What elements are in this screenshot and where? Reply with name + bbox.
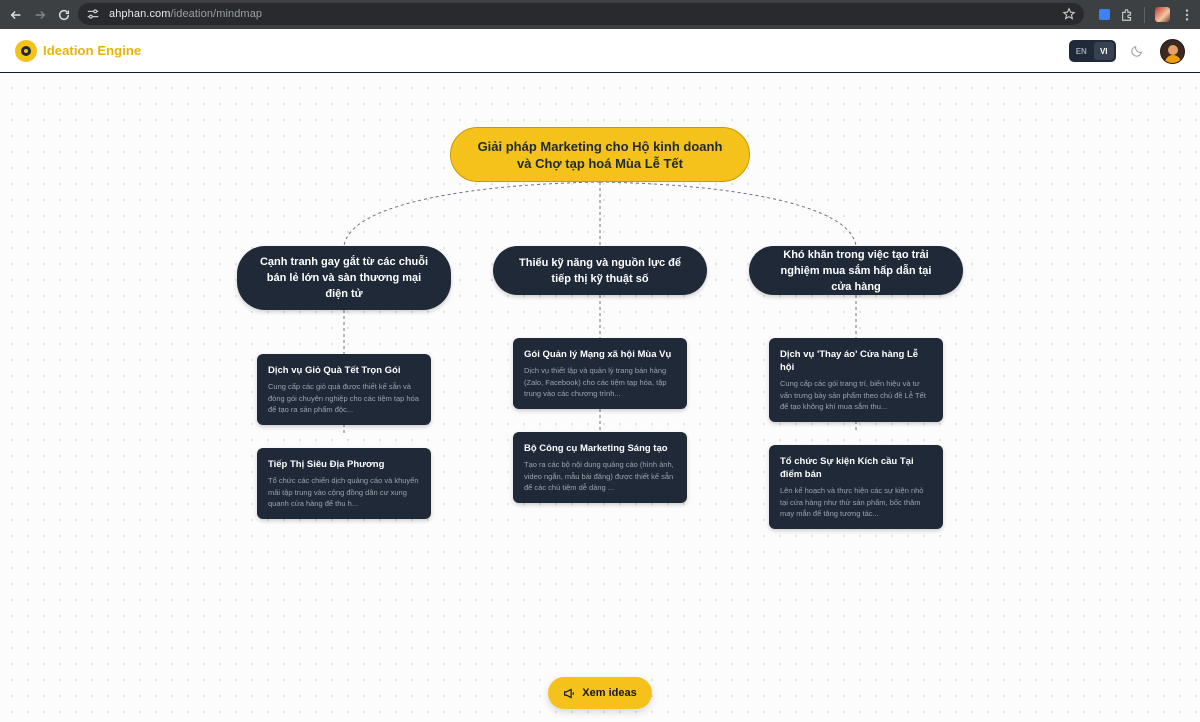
idea-description: Tạo ra các bộ nội dung quảng cáo (hình ả… [524,460,674,492]
reload-icon[interactable] [54,5,74,25]
url-text: ahphan.com/ideation/mindmap [109,8,263,20]
lang-option-vi[interactable]: VI [1093,42,1114,60]
idea-description: Cung cấp các gói trang trí, biển hiệu và… [780,379,926,411]
idea-title: Dịch vụ 'Thay áo' Cửa hàng Lễ hội [780,349,919,373]
idea-card[interactable]: Bộ Công cụ Marketing Sáng tạo Tạo ra các… [513,432,687,503]
bookmark-star-icon[interactable] [1062,7,1076,21]
brand-logo-icon [15,39,37,62]
forward-arrow-icon[interactable] [30,5,50,25]
idea-title: Gói Quản lý Mạng xã hội Mùa Vụ [524,349,672,360]
idea-card[interactable]: Gói Quản lý Mạng xã hội Mùa Vụ Dịch vụ t… [513,338,687,409]
dark-mode-moon-icon[interactable] [1130,44,1144,58]
megaphone-icon [564,688,575,698]
mindmap-canvas[interactable]: Giải pháp Marketing cho Hộ kinh doanh và… [0,74,1200,722]
browser-menu-icon[interactable] [1180,8,1194,22]
idea-card[interactable]: Tổ chức Sự kiện Kích cầu Tại điểm bán Lê… [769,445,943,529]
lang-option-en[interactable]: EN [1075,46,1087,56]
idea-title: Tiếp Thị Siêu Địa Phương [268,459,385,470]
back-arrow-icon[interactable] [6,5,26,25]
view-ideas-label: Xem ideas [582,687,637,699]
idea-title: Bộ Công cụ Marketing Sáng tạo [524,443,668,454]
extension-icon[interactable] [1099,9,1110,20]
edge-root-cat1 [343,181,601,247]
user-avatar[interactable] [1160,39,1185,64]
app-header: Ideation Engine EN VI [0,29,1200,73]
idea-card[interactable]: Dịch vụ 'Thay áo' Cửa hàng Lễ hội Cung c… [769,338,943,422]
brand[interactable]: Ideation Engine [15,39,142,62]
category-node[interactable]: Khó khăn trong việc tạo trải nghiệm mua … [749,246,963,295]
brand-name: Ideation Engine [43,43,142,58]
idea-description: Cung cấp các giỏ quà được thiết kế sẵn v… [268,382,419,414]
site-settings-icon[interactable] [86,7,100,21]
idea-card[interactable]: Tiếp Thị Siêu Địa Phương Tổ chức các chi… [257,448,431,519]
mindmap-root-node[interactable]: Giải pháp Marketing cho Hộ kinh doanh và… [450,127,750,182]
address-bar[interactable]: ahphan.com/ideation/mindmap [78,3,1084,25]
idea-title: Dịch vụ Giỏ Quà Tết Trọn Gói [268,365,401,376]
idea-card[interactable]: Dịch vụ Giỏ Quà Tết Trọn Gói Cung cấp cá… [257,354,431,425]
view-ideas-button[interactable]: Xem ideas [548,677,652,709]
browser-profile-avatar[interactable] [1155,7,1170,22]
category-node[interactable]: Thiếu kỹ năng và nguồn lực để tiếp thị k… [493,246,707,295]
category-node[interactable]: Cạnh tranh gay gắt từ các chuỗi bán lẻ l… [237,246,451,310]
language-toggle[interactable]: EN VI [1069,40,1116,62]
idea-description: Lên kế hoạch và thực hiện các sự kiện nh… [780,486,924,518]
edge-root-cat3 [599,181,857,247]
idea-description: Dịch vụ thiết lập và quản lý trang bán h… [524,366,667,398]
idea-description: Tổ chức các chiến dịch quảng cáo và khuy… [268,476,419,508]
extensions-puzzle-icon[interactable] [1120,8,1134,22]
browser-toolbar: ahphan.com/ideation/mindmap [0,0,1200,29]
toolbar-divider [1144,6,1145,23]
idea-title: Tổ chức Sự kiện Kích cầu Tại điểm bán [780,456,914,480]
